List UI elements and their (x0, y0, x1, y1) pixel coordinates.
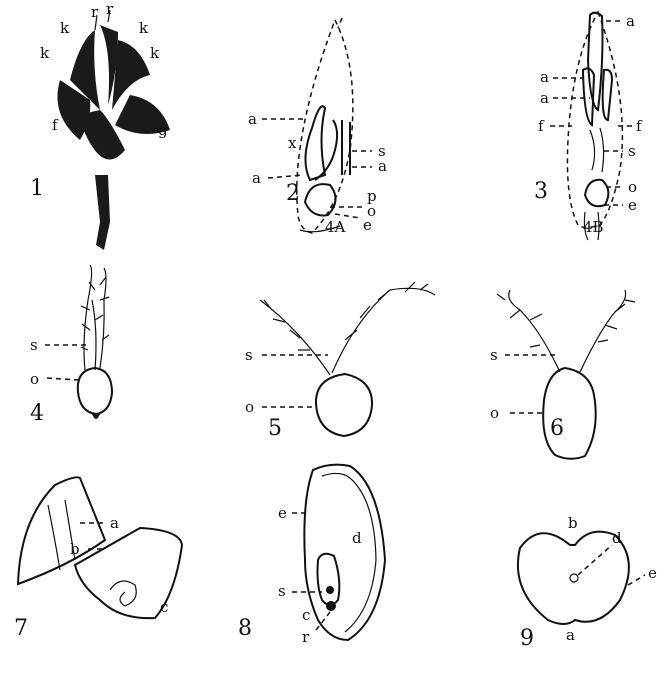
fig9-number: 9 (520, 626, 534, 651)
fig8-label-d: d (352, 529, 362, 547)
fig2-label-x: x (288, 134, 297, 152)
figure-4-drawing (78, 265, 112, 419)
fig2-label-a-top: a (248, 110, 257, 128)
fig3-label-e: e (628, 196, 637, 214)
fig9-label-a: a (566, 626, 575, 644)
figure-5-drawing (260, 282, 435, 436)
fig3-label-a-mid2: a (540, 89, 549, 107)
figure-7-drawing (18, 477, 182, 618)
fig7-label-a: a (110, 514, 119, 532)
fig6-label-o: o (490, 404, 499, 422)
fig2-sub-label: 4A (325, 218, 346, 236)
figure-7: a b c 7 (14, 477, 182, 641)
fig8-number: 8 (238, 616, 252, 641)
figure-3: a a a f f s o e 3 4B (534, 12, 643, 240)
fig2-label-e: e (363, 216, 372, 234)
figure-1: r r k k k k f g 1 (30, 0, 170, 250)
fig1-label-k-upper-left: k (60, 19, 70, 37)
figure-5: s o 5 (245, 282, 435, 441)
fig7-number: 7 (14, 616, 28, 641)
figure-2: a x s a a p o e 2 4A (248, 18, 387, 236)
fig8-label-c: c (302, 606, 310, 624)
fig2-number: 2 (286, 181, 300, 206)
fig8-label-s: s (278, 582, 286, 600)
fig1-label-f: f (52, 116, 59, 134)
fig3-label-o: o (628, 178, 637, 196)
fig8-label-r: r (302, 628, 310, 646)
fig4-label-s: s (30, 336, 38, 354)
fig1-label-r-left: r (91, 3, 99, 21)
fig5-label-s: s (245, 346, 253, 364)
fig4-label-o: o (30, 370, 39, 388)
figure-4: s o 4 (30, 265, 112, 426)
fig7-label-b: b (70, 540, 80, 558)
fig7-label-c: c (160, 598, 168, 616)
fig1-label-r-right: r (106, 0, 114, 18)
fig3-label-f-right: f (636, 117, 643, 135)
fig1-label-k-lower-right: k (150, 44, 160, 62)
fig3-label-a-mid1: a (540, 68, 549, 86)
fig5-label-o: o (245, 398, 254, 416)
fig6-label-s: s (490, 346, 498, 364)
fig2-label-a-right: a (378, 157, 387, 175)
fig9-label-d: d (612, 529, 622, 547)
fig3-label-a-top: a (626, 12, 635, 30)
fig9-label-b: b (568, 514, 578, 532)
fig9-label-e: e (648, 564, 657, 582)
fig5-number: 5 (268, 416, 282, 441)
fig6-number: 6 (550, 416, 564, 441)
fig1-number: 1 (30, 176, 44, 201)
fig2-label-a-bottom-left: a (252, 169, 261, 187)
fig3-sub-label: 4B (583, 218, 604, 236)
figure-6: s o 6 (490, 290, 635, 459)
fig3-number: 3 (534, 179, 548, 204)
figure-3-drawing (567, 12, 622, 240)
fig3-label-f-left: f (538, 117, 545, 135)
fig4-number: 4 (30, 401, 44, 426)
fig8-label-e: e (278, 504, 287, 522)
figure-8-drawing (304, 465, 385, 640)
figure-9: b d e a 9 (518, 514, 657, 651)
fig1-label-k-lower-left: k (40, 44, 50, 62)
fig1-label-g: g (158, 121, 168, 139)
figure-2-drawing (297, 18, 353, 233)
figure-6-drawing (497, 290, 635, 459)
fig1-label-k-upper-right: k (139, 19, 149, 37)
figure-8: e d s c r 8 (238, 465, 385, 646)
fig3-label-s: s (628, 142, 636, 160)
